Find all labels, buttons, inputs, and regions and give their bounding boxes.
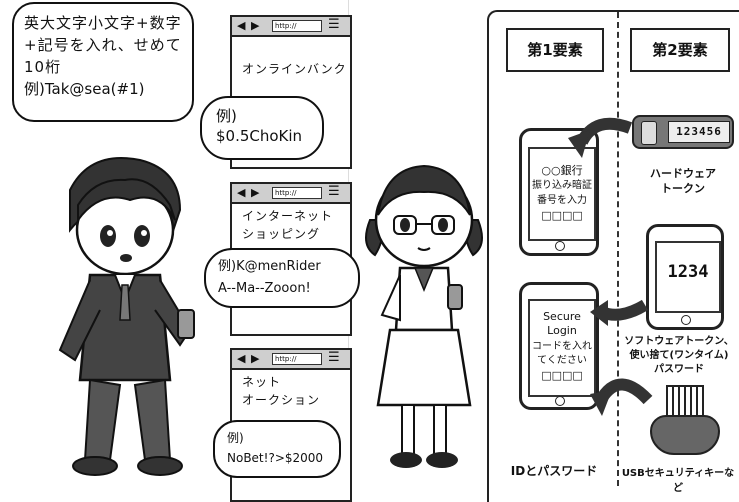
back-icon: ◀ <box>237 19 246 32</box>
bank-phone-line4: □□□□ <box>541 209 583 222</box>
usb-body <box>650 415 720 455</box>
login-phone-line3: コードを入れ <box>532 341 592 352</box>
second-factor-header: 第2要素 <box>630 28 730 72</box>
forward-icon: ▶ <box>251 186 260 199</box>
back-icon: ◀ <box>237 352 246 365</box>
shopping-window-toolbar: ◀ ▶ http:// ☰ <box>232 184 350 204</box>
soft-token-phone: 1234 <box>646 224 724 330</box>
bank-window-toolbar: ◀ ▶ http:// ☰ <box>232 17 350 37</box>
auction-example-value: NoBet!?>$2000 <box>227 451 324 465</box>
boy-character <box>58 157 195 476</box>
bank-example-value: $0.5ChoKin <box>216 127 303 145</box>
girl-character <box>365 164 483 468</box>
usb-connector <box>666 385 704 417</box>
bank-example-title: 例) <box>216 107 237 125</box>
arrow-icons <box>568 117 653 416</box>
hardware-token-label-1: ハードウェア <box>650 167 716 180</box>
menu-icon: ☰ <box>328 184 340 199</box>
hardware-token-display: 123456 <box>668 121 730 143</box>
main-bubble-example: 例)Tak@sea(#1) <box>24 80 145 98</box>
forward-icon: ▶ <box>251 352 260 365</box>
soft-token-code: 1234 <box>667 262 709 282</box>
factor-panel-border <box>487 10 739 502</box>
factor-divider <box>617 12 619 486</box>
menu-icon: ☰ <box>328 350 340 365</box>
url-field: http:// <box>272 187 322 199</box>
main-speech-bubble: 英大文字小文字+数字+記号を入れ、せめて10桁 例)Tak@sea(#1) <box>12 2 194 122</box>
login-phone-line2: Login <box>547 324 577 337</box>
hardware-token-button <box>641 121 657 145</box>
login-phone: Secure Login コードを入れ てください □□□□ <box>519 282 599 410</box>
back-icon: ◀ <box>237 186 246 199</box>
login-phone-screen: Secure Login コードを入れ てください □□□□ <box>528 299 596 397</box>
login-phone-line5: □□□□ <box>541 369 583 382</box>
usb-key-label: USBセキュリティキーなど <box>621 468 735 494</box>
auction-example-title: 例) <box>227 431 244 445</box>
shop-example-line2: A--Ma--Zooon! <box>218 281 311 296</box>
soft-token-screen: 1234 <box>655 241 721 313</box>
shopping-window-title-2: ショッピング <box>242 227 321 241</box>
login-phone-line1: Secure <box>543 310 581 323</box>
first-factor-header: 第1要素 <box>506 28 604 72</box>
bank-example-bubble: 例) $0.5ChoKin <box>200 96 324 160</box>
auction-example-bubble: 例) NoBet!?>$2000 <box>213 420 341 478</box>
home-button-icon <box>681 315 691 325</box>
login-phone-line4: てください <box>537 355 587 366</box>
auction-window-title-1: ネット <box>242 375 282 389</box>
bank-phone-screen: ○○銀行 振り込み暗証 番号を入力 □□□□ <box>528 147 596 241</box>
usb-key-icon <box>648 385 724 455</box>
bank-phone-line2: 振り込み暗証 <box>532 180 592 191</box>
auction-window-title-2: オークション <box>242 393 321 407</box>
menu-icon: ☰ <box>328 17 340 32</box>
bank-phone: ○○銀行 振り込み暗証 番号を入力 □□□□ <box>519 128 599 256</box>
shop-example-bubble: 例)K@menRider A--Ma--Zooon! <box>204 248 360 308</box>
forward-icon: ▶ <box>251 19 260 32</box>
url-field: http:// <box>272 353 322 365</box>
home-button-icon <box>555 396 565 406</box>
home-button-icon <box>555 241 565 251</box>
soft-token-label-1: ソフトウェアトークン、 <box>624 336 734 347</box>
hardware-token: 123456 <box>632 115 734 149</box>
soft-token-label-3: パスワード <box>654 364 704 375</box>
bank-phone-line3: 番号を入力 <box>537 195 587 206</box>
id-password-label: IDとパスワード <box>510 464 598 478</box>
bank-phone-line1: ○○銀行 <box>541 164 583 177</box>
hardware-token-label-2: トークン <box>661 182 705 195</box>
main-bubble-text: 英大文字小文字+数字+記号を入れ、せめて10桁 <box>24 14 182 76</box>
bank-window-title: オンラインバンク <box>242 62 347 76</box>
soft-token-label-2: 使い捨て(ワンタイム) <box>629 350 729 361</box>
url-field: http:// <box>272 20 322 32</box>
shop-example-line1: 例)K@menRider <box>218 259 321 274</box>
shopping-window-title-1: インターネット <box>242 209 334 223</box>
auction-window-toolbar: ◀ ▶ http:// ☰ <box>232 350 350 370</box>
